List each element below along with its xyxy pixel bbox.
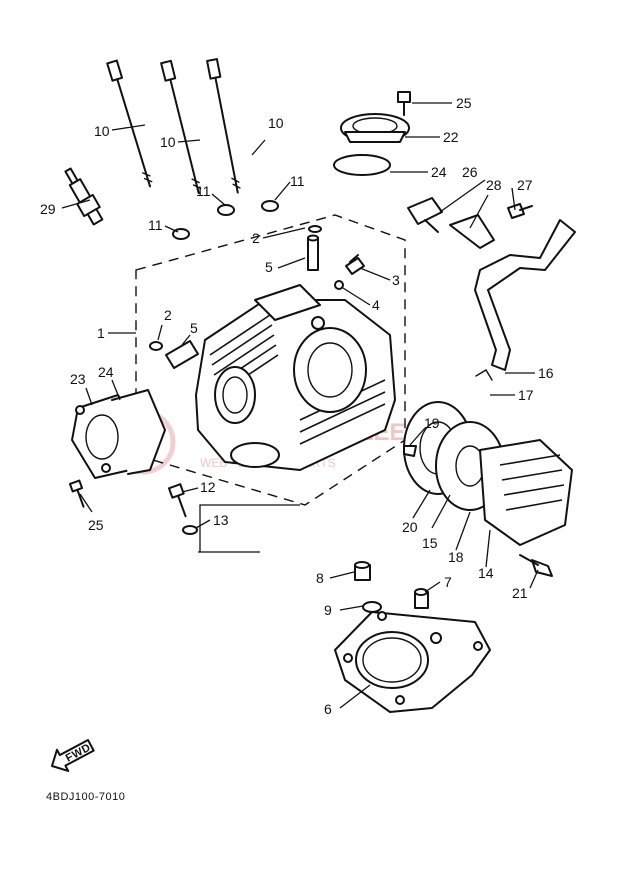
bolt-washers bbox=[172, 200, 279, 240]
callout-20: 20 bbox=[402, 519, 418, 535]
callout-14: 14 bbox=[478, 565, 494, 581]
callout-21: 21 bbox=[512, 585, 528, 601]
callout-3: 3 bbox=[392, 272, 400, 288]
callout-2: 2 bbox=[164, 307, 172, 323]
callout-5: 5 bbox=[190, 320, 198, 336]
intake-manifold bbox=[71, 389, 166, 479]
callout-19: 19 bbox=[424, 415, 440, 431]
callout-28: 28 bbox=[486, 177, 502, 193]
callout-11: 11 bbox=[148, 217, 163, 233]
intake-bolt bbox=[68, 479, 85, 508]
callout-7: 7 bbox=[444, 574, 452, 590]
o-ring bbox=[333, 154, 391, 176]
spark-plug bbox=[64, 167, 104, 226]
callout-10: 10 bbox=[94, 123, 110, 139]
callout-1: 1 bbox=[97, 325, 105, 341]
callout-15: 15 bbox=[422, 535, 438, 551]
callout-9: 9 bbox=[324, 602, 332, 618]
callout-11: 11 bbox=[196, 183, 211, 199]
head-gasket bbox=[334, 611, 491, 713]
head-cover bbox=[403, 401, 573, 577]
callout-2: 2 bbox=[252, 230, 260, 246]
cylinder-head bbox=[195, 284, 396, 471]
callout-24: 24 bbox=[431, 164, 447, 180]
callout-11: 11 bbox=[290, 173, 305, 189]
washer bbox=[182, 525, 198, 535]
leader-lines bbox=[61, 102, 539, 709]
callout-24: 24 bbox=[98, 364, 114, 380]
callout-5: 5 bbox=[265, 259, 273, 275]
callout-25: 25 bbox=[456, 95, 472, 111]
fwd-arrow-icon: FWD bbox=[51, 739, 95, 772]
stud-bolt bbox=[167, 483, 187, 518]
callout-18: 18 bbox=[448, 549, 464, 565]
callout-27: 27 bbox=[517, 177, 533, 193]
callout-22: 22 bbox=[443, 129, 459, 145]
callout-4: 4 bbox=[372, 297, 380, 313]
callout-10: 10 bbox=[160, 134, 176, 150]
callout-29: 29 bbox=[40, 201, 56, 217]
catalog-code: 4BDJ100-7010 bbox=[46, 791, 125, 803]
dowels-and-seal bbox=[354, 561, 429, 613]
callout-12: 12 bbox=[200, 479, 216, 495]
small-bolts bbox=[334, 254, 365, 290]
cylinder-head-bolts bbox=[106, 58, 241, 194]
callout-10: 10 bbox=[268, 115, 284, 131]
callout-16: 16 bbox=[538, 365, 554, 381]
callout-17: 17 bbox=[518, 387, 534, 403]
callout-6: 6 bbox=[324, 701, 332, 717]
breather-parts bbox=[407, 197, 576, 381]
dowel-pins bbox=[149, 225, 322, 369]
callout-labels: 10 10 10 11 11 11 29 2 5 3 4 2 5 1 25 22… bbox=[40, 95, 554, 717]
callout-26: 26 bbox=[462, 164, 478, 180]
tappet-cover bbox=[333, 91, 411, 176]
callout-23: 23 bbox=[70, 371, 86, 387]
callout-13: 13 bbox=[213, 512, 229, 528]
callout-8: 8 bbox=[316, 570, 324, 586]
callout-25: 25 bbox=[88, 517, 104, 533]
